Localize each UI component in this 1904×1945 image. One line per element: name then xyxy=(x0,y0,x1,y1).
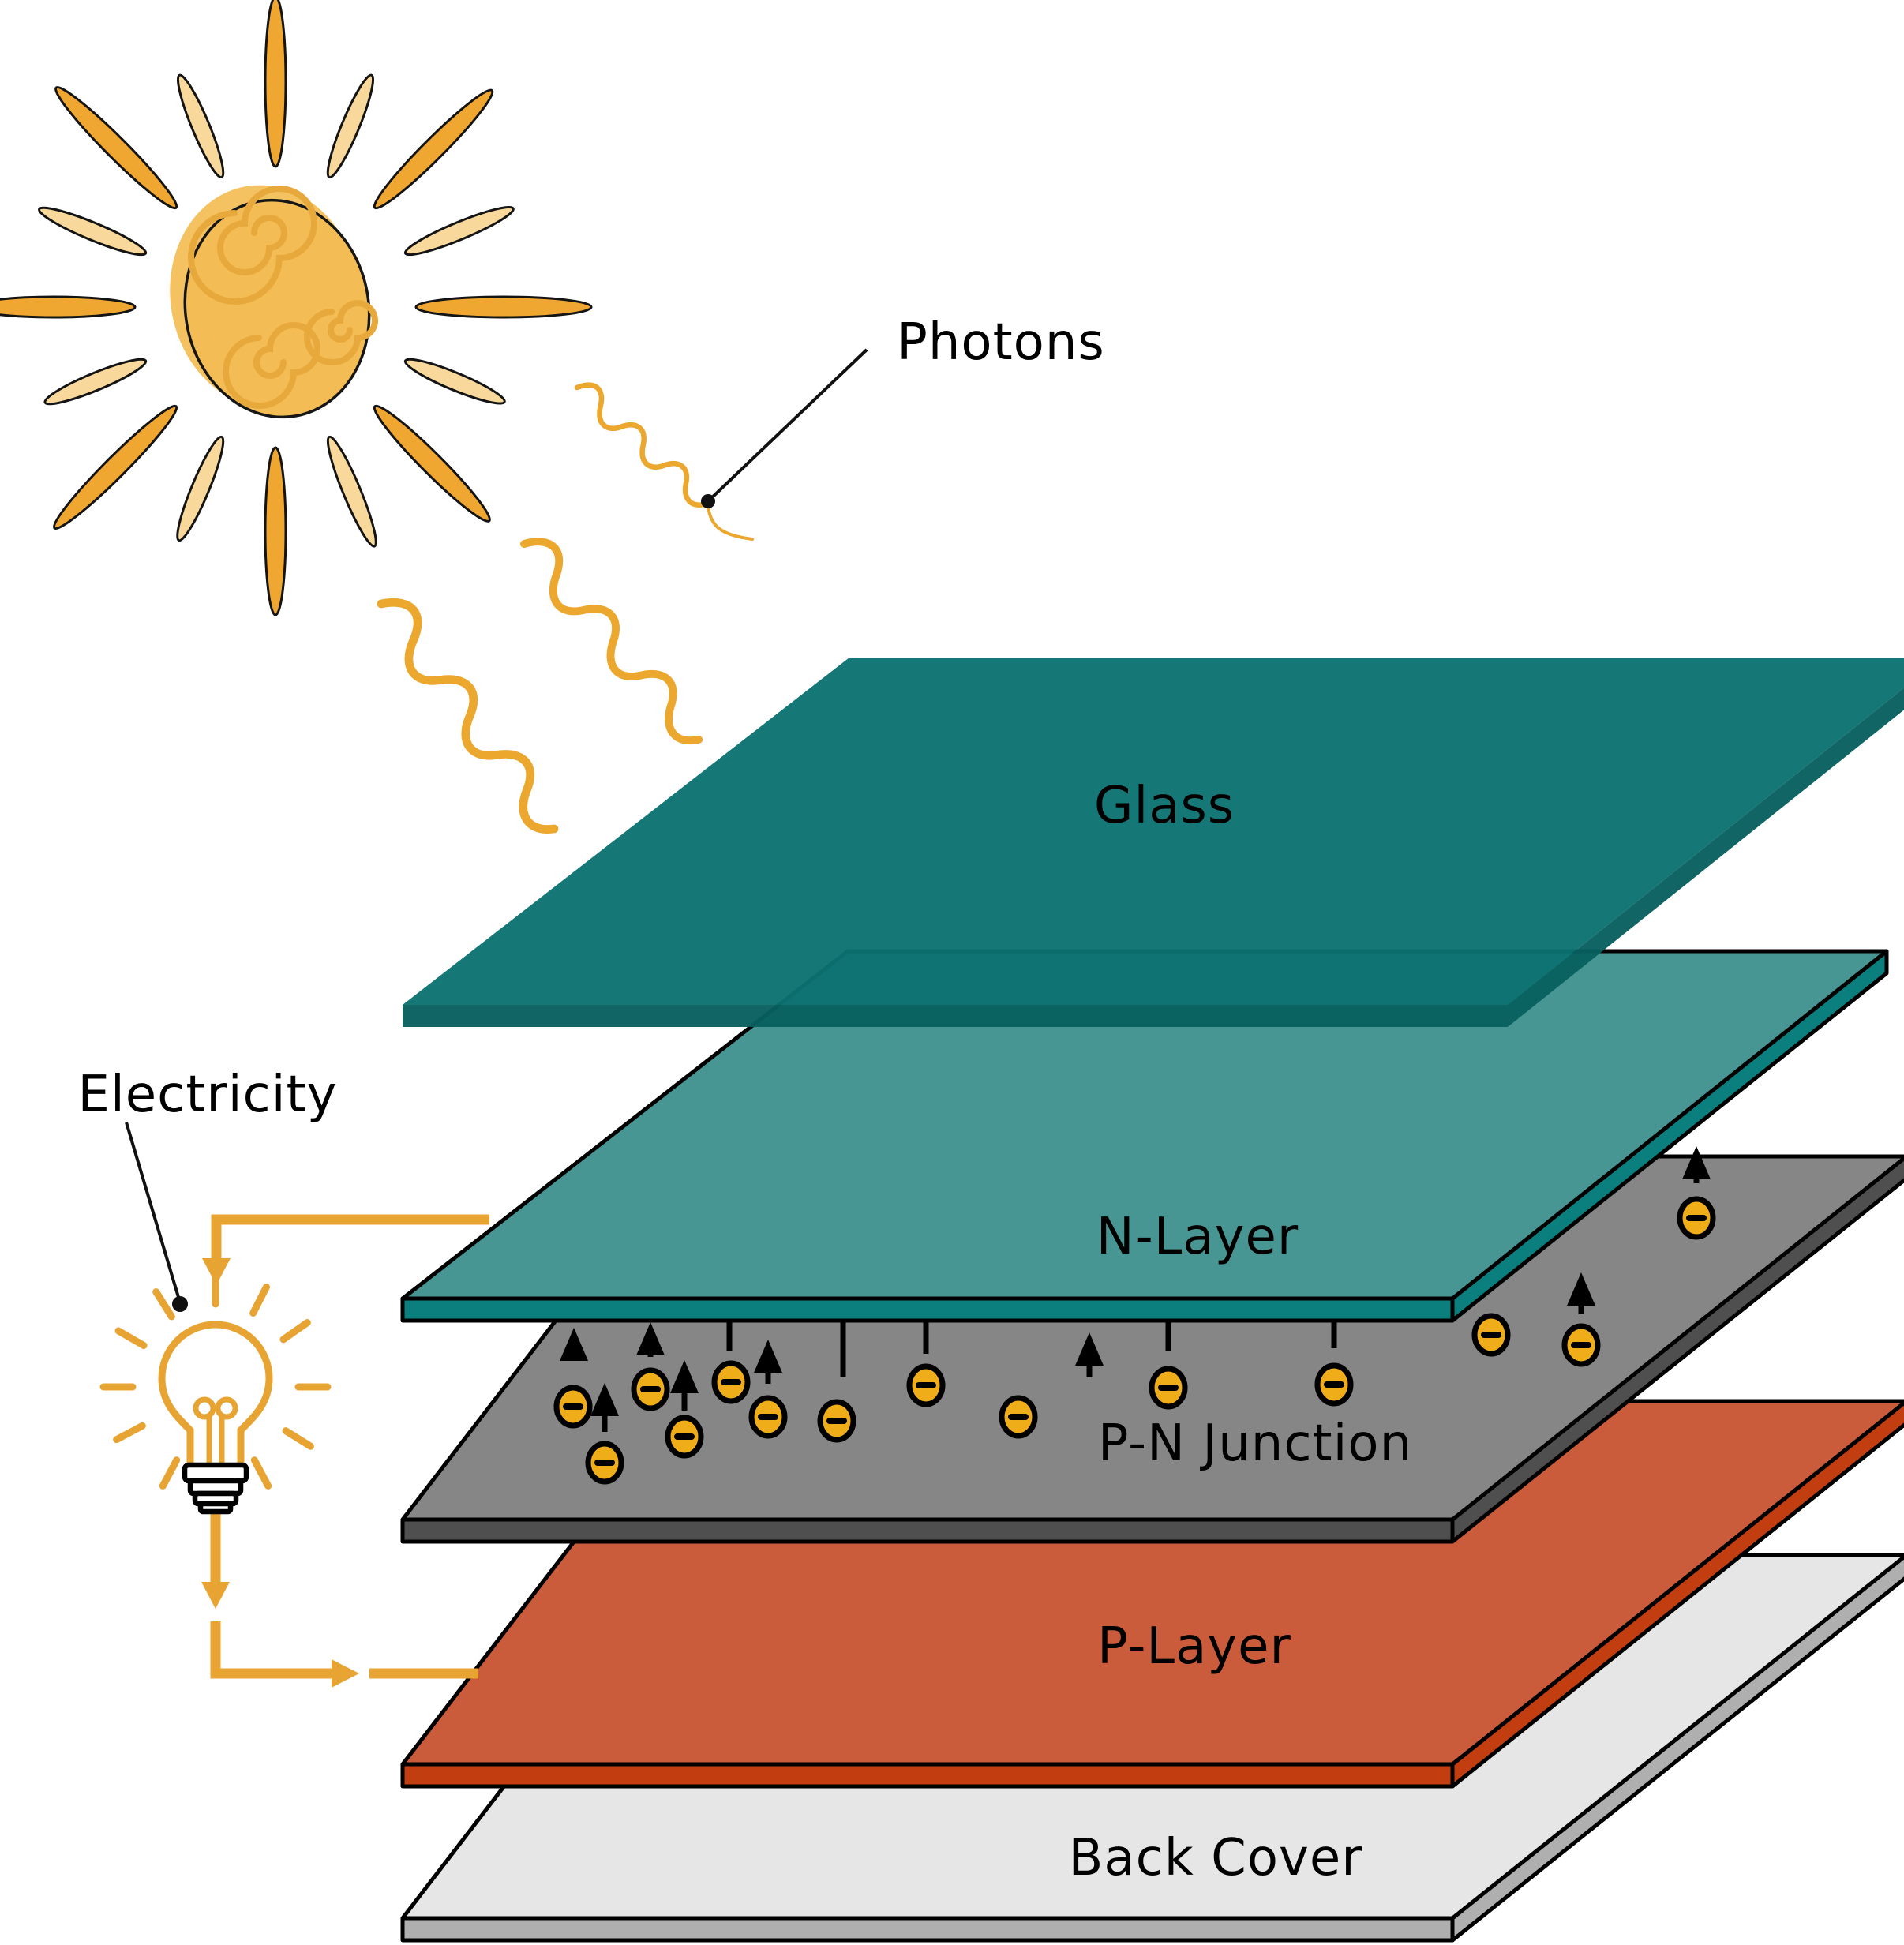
bulb-ray-dash xyxy=(282,1427,314,1450)
bulb-ray-dash xyxy=(152,1288,175,1321)
bulb-ray-dash xyxy=(249,1283,270,1317)
sun-icon xyxy=(0,0,593,616)
electron-arrow xyxy=(1075,1332,1104,1377)
electron-icon xyxy=(748,1395,788,1439)
glass-face xyxy=(403,658,1904,1005)
bulb-ray-dash xyxy=(113,1422,146,1444)
electron-arrow xyxy=(1682,1146,1711,1183)
sun-ray-dark xyxy=(264,446,287,616)
bulb-filament-loop-right xyxy=(215,1396,238,1420)
electron-icon xyxy=(553,1385,593,1429)
n-layer-side xyxy=(400,1296,1455,1323)
bulb-ray-dash xyxy=(114,1327,148,1349)
electron-icon xyxy=(631,1367,670,1411)
photons-label: Photons xyxy=(897,313,1104,372)
wire-bottom-elbow xyxy=(210,1621,332,1679)
sun-ray-light xyxy=(176,73,225,179)
electron-arrow xyxy=(754,1340,782,1384)
photon-wave-tail xyxy=(707,504,754,541)
sun-ray-dark xyxy=(264,0,287,168)
bulb-ray-dash xyxy=(279,1319,311,1344)
photon-wave-2 xyxy=(511,530,716,749)
electron-arrow xyxy=(560,1328,588,1361)
sun-ray-dark xyxy=(373,88,494,210)
wire-top xyxy=(211,1214,489,1260)
sun-ray-dark xyxy=(414,295,593,319)
bulb-ray-dash xyxy=(159,1456,181,1490)
sun-ray-light xyxy=(43,358,148,406)
electron-icon xyxy=(585,1441,624,1485)
sun-ray-dark xyxy=(54,86,178,210)
bulb-icon xyxy=(99,1271,332,1515)
electricity-callout-line xyxy=(125,1122,182,1303)
pn-junction-label: P-N Junction xyxy=(1098,1415,1412,1473)
bulb-filament-loop-left xyxy=(193,1396,216,1420)
n-layer-face xyxy=(400,949,1889,1301)
glass-side-slant xyxy=(1508,688,1904,1027)
photon-squiggles xyxy=(365,377,754,838)
electron-arrow xyxy=(636,1322,665,1357)
sun-ray-light xyxy=(403,358,506,405)
photon-wave-3 xyxy=(365,590,574,838)
electron-icon xyxy=(665,1415,704,1459)
photons-callout-dot xyxy=(701,494,715,508)
layer-glass: Glass xyxy=(403,658,1904,1027)
electricity-callout-dot xyxy=(172,1296,188,1312)
glass-side xyxy=(403,1005,1508,1027)
glass-label: Glass xyxy=(1094,777,1235,835)
back-cover-side xyxy=(400,1916,1455,1943)
wire-right-arrowhead xyxy=(332,1659,359,1688)
electron-arrow xyxy=(590,1383,619,1432)
electron-icon xyxy=(999,1395,1038,1439)
sun-ray-light xyxy=(176,435,225,542)
bulb-rays xyxy=(99,1271,332,1490)
electron-icon xyxy=(906,1363,946,1407)
sun-ray-light xyxy=(38,206,148,257)
photons-callout: Photons xyxy=(701,313,1104,508)
sun-ray-dark xyxy=(373,404,491,523)
sun-ray-light xyxy=(403,205,515,257)
back-cover-label: Back Cover xyxy=(1068,1829,1362,1887)
electron-arrow xyxy=(1567,1272,1595,1314)
pn-junction-side xyxy=(400,1517,1455,1544)
photons-callout-line xyxy=(707,348,868,503)
electron-icon xyxy=(1677,1196,1716,1240)
electron-icon xyxy=(817,1399,856,1443)
n-layer-label: N-Layer xyxy=(1096,1208,1299,1266)
sun-ray-light xyxy=(326,435,377,548)
bulb-ray-dash xyxy=(250,1456,272,1490)
electron-icon xyxy=(1149,1366,1188,1410)
bulb-glass xyxy=(158,1321,273,1471)
layer-n: N-Layer xyxy=(400,949,1889,1323)
electron-arrow xyxy=(670,1360,699,1411)
bulb-base-4 xyxy=(197,1501,234,1515)
electron-icon xyxy=(1561,1323,1601,1367)
electron-icon xyxy=(711,1360,751,1404)
electrons-group xyxy=(553,1146,1716,1485)
p-layer-label: P-Layer xyxy=(1097,1617,1291,1676)
electron-icon xyxy=(1471,1313,1511,1357)
electron-icon xyxy=(1314,1362,1354,1407)
electricity-callout: Electricity xyxy=(78,1066,338,1312)
p-layer-side xyxy=(400,1762,1455,1789)
bulb-filament-legs xyxy=(206,1413,225,1470)
photon-wave-1 xyxy=(569,377,717,511)
wire-down-arrowhead xyxy=(201,1582,230,1609)
sun-ray-dark xyxy=(0,295,137,319)
sun-rays xyxy=(0,0,593,616)
sun-ray-light xyxy=(326,73,375,179)
electricity-label: Electricity xyxy=(78,1066,338,1124)
sun-swirls xyxy=(188,186,378,409)
sun-ray-dark xyxy=(52,404,178,530)
